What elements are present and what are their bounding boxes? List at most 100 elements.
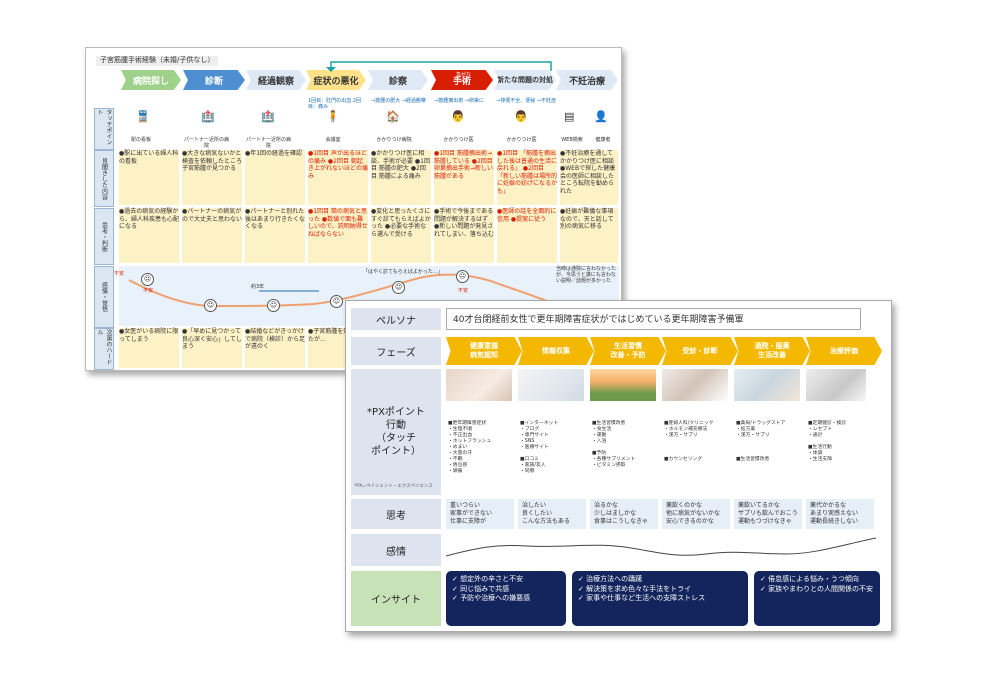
thinking-cell: ●パートナーの病気がので大丈夫と思わない <box>182 208 242 263</box>
phase-surgery-label: 手術 <box>452 76 471 87</box>
px-list: ■産婦人科/クリニック ・ホルモン補充療法 ・漢方・サプリ ■カウンセリング <box>664 421 714 462</box>
web-icon: ▤ <box>564 110 575 123</box>
thinking-cell: ●過去の病気の経験から、婦人科疾患も心配になる <box>119 208 179 263</box>
insight-box-3: ✓ 倦怠感による悩み・うつ傾向 ✓ 家族やまわりとの人間関係の不安 <box>754 571 880 626</box>
insight-item: ✓ 家事や仕事など生活への支障ストレス <box>578 594 706 602</box>
phase-hospital-search: 病院探し <box>121 70 181 90</box>
touchpoint-label: かかりつけ病院 <box>376 137 412 143</box>
blue-note: →筋腫の肥大 →経過観察 <box>371 98 426 104</box>
phase-health-awareness: 健康意識 病気認知 <box>446 337 522 365</box>
seen-cell: ●年1回の経過を確認 <box>245 150 305 205</box>
journey-map-sheet-2: ペルソナ 40才台閉経前女性で更年期障害症状がではじめている更年期障害予備軍 フ… <box>345 300 892 632</box>
fuan-label: 不安 <box>114 271 125 277</box>
phase-lifestyle: 生活習慣 改善・予防 <box>590 337 666 365</box>
px-note: *PX=ペイシェント・エクスペリエンス <box>354 484 433 489</box>
thinking-cell: ●1回目 筒の病気と思った ●数値で面も難しいので、説明納得せねばならない <box>308 208 368 263</box>
photo-medication <box>734 369 800 401</box>
neutral-face-icon: ☺ <box>204 299 217 312</box>
px-list: ■更年期障害症状 ・生理不順 ・不正出血 ・ホットフラッシュ ・めまい ・大量の… <box>448 421 492 474</box>
phase-new-problem: 新たな問題の対処 <box>494 70 556 90</box>
emotion-curve-2 <box>446 537 876 557</box>
doctor-icon: 👨 <box>451 110 465 123</box>
insight-box-1: ✓ 想定外の辛さと不安 ✓ 同じ悩みで共感 ✓ 予防や治療への嫌悪感 <box>446 571 566 626</box>
phase-surgery: 手術 <box>431 70 493 90</box>
emotion-label: 感情 <box>351 534 441 566</box>
hospital-icon-2: 🏥 <box>261 110 275 123</box>
seen-cell: ●不妊治療を通してかかりつけ医に相談 ●WEBで探した健康会の医師に相談したとこ… <box>560 150 618 205</box>
insight-label: インサイト <box>351 571 441 626</box>
fuan-label: 不安 <box>458 288 469 294</box>
insight-item: ✓ 家族やまわりとの人間関係の不安 <box>760 584 874 593</box>
phase-worsening: 症状の悪化 <box>306 70 366 90</box>
duration-label: 約3年 <box>251 284 265 290</box>
touchpoint-label: かかりつけ医 <box>506 137 537 143</box>
hurdle-cell: ●結婚などがきっかけで病院（検診）から足が遠のく <box>245 328 305 368</box>
fuan-label: 不安 <box>143 288 154 294</box>
train-icon: 🚆 <box>136 110 150 123</box>
phase-label: フェーズ <box>351 337 441 365</box>
seen-cell: ●大きな病気ないかと検査を依頼したところ子宮筋腫が見つかる <box>182 150 242 205</box>
sad-face-icon: ☹ <box>141 273 154 286</box>
row-label-emotion: 感情・覚悟 <box>94 266 114 328</box>
thinking-cell: ●医師の話を全面的に信用 ●提案に従う <box>497 208 557 263</box>
touchpoint-label: 駅の看板 <box>130 137 151 143</box>
touchpoint-label: パートナー近所の病院 <box>184 137 230 150</box>
phase-treatment: 通院・服薬 生活改善 <box>734 337 810 365</box>
px-list: ■定期健診・検診 ・レセプト ・通計 ■生活行動 ・体調 ・生活支障 <box>808 421 847 462</box>
persona-text: 40才台閉経前女性で更年期障害症状がではじめている更年期障害予備軍 <box>446 308 861 330</box>
phase-evaluation: 治療評価 <box>806 337 882 365</box>
photo-stethoscope <box>806 369 866 401</box>
neutral-face-icon: ☺ <box>392 281 405 294</box>
journey-map-sheet-1: 子宮筋腫手術経験（未婚/子供なし） 病院探し 診断 経過観察 症状の悪化 診察 … <box>85 47 622 371</box>
thinking-label: 思考 <box>351 499 441 529</box>
thinking-cell: ●妊娠が難儀な事項なので、天と話して別の病気に移る <box>560 208 618 263</box>
hurdle-cell: ●「早めに見つかって良心深く安心」してしまう <box>182 328 242 368</box>
insight-item: ✓ 予防や治療への嫌悪感 <box>452 594 531 602</box>
hospital-icon: 🏥 <box>201 110 215 123</box>
touchpoint-label: パートナー近所の病院 <box>246 137 292 150</box>
px-label-box: *PXポイント 行動 （タッチ ポイント） <box>351 369 441 495</box>
touchpoint-label: WEB検索 <box>561 137 583 143</box>
phase-consultation: 診察 <box>368 70 428 90</box>
insight-box-2: ✓ 治療方法への躊躇 ✓ 解決策を求め色々な手法をトライ ✓ 家事や仕事など生活… <box>572 571 748 626</box>
thinking-cell: ●手術で今後まである問題が解決するはず ●新しい問題が発見されてしまい、落ち込む <box>434 208 494 263</box>
thinking-box: 薬飲くのかな 他に病気がないかな 安心できるのかな <box>662 499 730 529</box>
thinking-box: 治るかな 少しはましかな 食事はこうしなきゃ <box>590 499 658 529</box>
hurdle-cell: ●女医がいる病院に限ってしまう <box>119 328 179 368</box>
insight-item: ✓ 治療方法への躊躇 <box>578 575 643 583</box>
sheet1-title: 子宮筋腫手術経験（未婚/子供なし） <box>96 56 219 66</box>
row-label-seen: 見聞きした内容 <box>94 150 114 207</box>
phase-observation: 経過観察 <box>246 70 306 90</box>
clinic-icon: 🏠 <box>386 110 400 123</box>
seen-cell: ●1回目 「筋腫を摘出した後は普通の生活に戻れる」 ●2回目 「新しい筋腫は場所… <box>497 150 557 205</box>
neutral-face-icon: ☺ <box>267 299 280 312</box>
row-label-hurdle: 次第のハードル <box>94 328 114 370</box>
emotion-note: 当時は通院に言わなかったが、今思うと誰にも言わない説明／話題が多かった <box>556 266 617 285</box>
surgery-small-label: 急がな <box>456 72 472 78</box>
px-list: ■薬局/ドラッグストア ・処方薬 ・漢方・サプリ ■生活習慣改善 <box>736 421 786 462</box>
thinking-box: 薬飲いてるかな サプリも飲んでおこう 運動もつづけなきゃ <box>734 499 802 529</box>
px-label: *PXポイント 行動 （タッチ ポイント） <box>367 407 425 457</box>
pain-icon: 🧍 <box>326 110 340 123</box>
photo-doctor <box>662 369 728 401</box>
seen-cell: ●1回目 筋腫摘出術→筋腫している ●2回目 卵巣摘出手術→新しい筋腫がある <box>434 150 494 205</box>
touchpoint-label: かかりつけ医 <box>443 137 474 143</box>
seen-cell: ●1回目 声が出るほどの痛み ●2回目 朝起き上がれないほどの痛み <box>308 150 368 205</box>
row-label-touchpoint: タッチポイント <box>94 108 114 150</box>
blue-note: 1回目：肛門の出血 2回目：痛み <box>308 98 361 111</box>
persona-label: ペルソナ <box>351 308 441 330</box>
sad-face-icon: ☹ <box>456 270 469 283</box>
thinking-box: 薬代かかるな あまり実感えない 運動長続きしない <box>806 499 874 529</box>
photo-laptop <box>518 369 584 401</box>
loop-arrow <box>326 61 552 72</box>
px-list: ■生活習慣改善 ・食生活 ・運動 ・入浴 ■予防 ・各種サプリメント ・ビタミン… <box>592 421 636 468</box>
seen-cell: ●駅に出ている婦人科の看板 <box>119 150 179 205</box>
touchpoint-label: 会議室 <box>325 137 341 143</box>
insight-item: ✓ 解決策を求め色々な手法をトライ <box>578 584 692 593</box>
phase-info-gathering: 情報収集 <box>518 337 594 365</box>
person-icon: 👤 <box>594 110 608 123</box>
touchpoint-label: 健康者 <box>595 137 611 143</box>
insight-item: ✓ 同じ悩みで共感 <box>452 584 510 593</box>
seen-cell: ●かかりつけ医に相談、手術が必要 ●1回目 筋腫の肥大 ●2回目 筋腫による痛み <box>371 150 431 205</box>
px-list: ■インターネット ・ブログ ・専門サイト ・SNS ・医療サイト ■口コミ ・家… <box>520 421 559 474</box>
